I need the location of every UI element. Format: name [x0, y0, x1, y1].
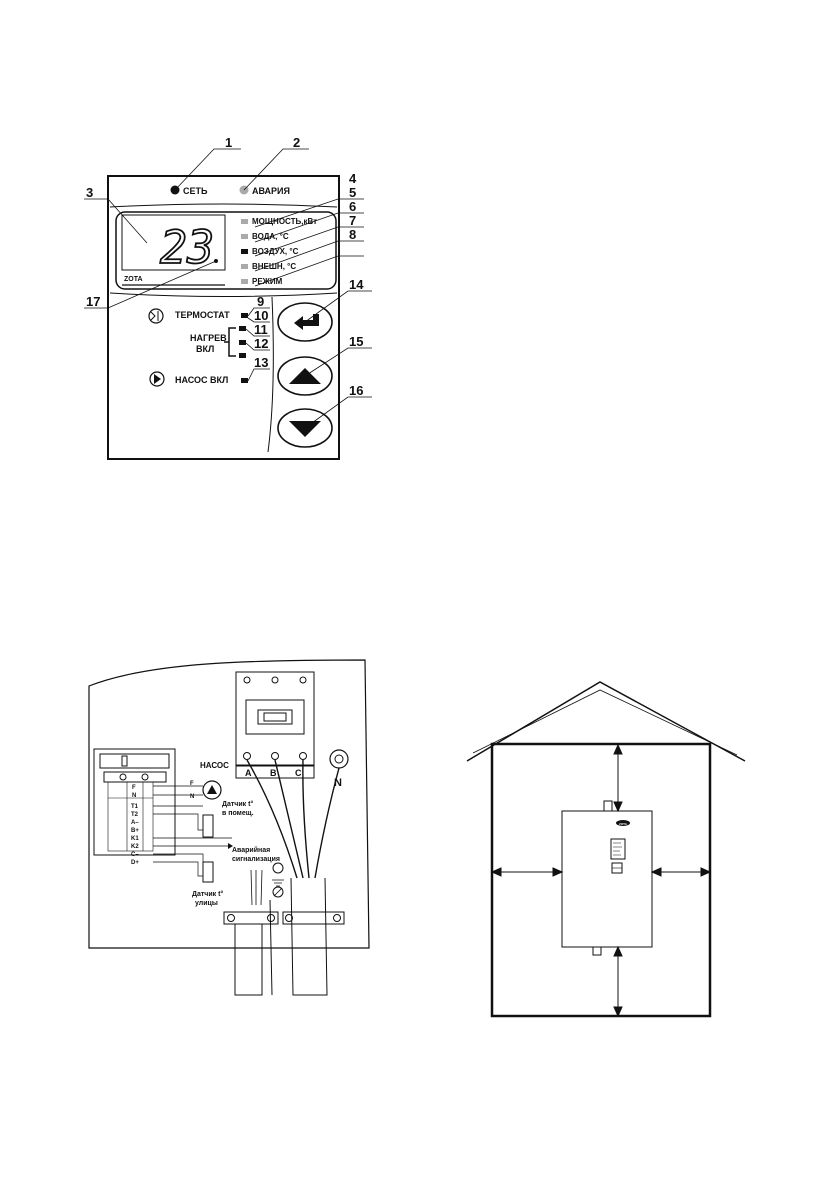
enter-button[interactable]: [277, 302, 333, 342]
callout-numbers: 1 2 3 4 5 6 7 8 9 10 11 12 13 14 15 16 1…: [86, 135, 364, 398]
callout-leaders: [84, 148, 372, 429]
alarm-label: АВАРИЯ: [252, 186, 290, 196]
outdoor-sensor-line1: Датчик t°: [192, 890, 223, 898]
terminal-labels: F N T1 T2 A– B+ K1 K2 C– D+: [131, 785, 139, 866]
thermostat-led: [241, 313, 248, 318]
pump-label: НАСОС ВКЛ: [175, 375, 228, 385]
terminal-c: C–: [131, 852, 139, 858]
ground-icon: [272, 862, 284, 874]
callout-12: 12: [254, 336, 268, 351]
phase-a: A: [245, 768, 252, 778]
callout-8: 8: [349, 227, 356, 242]
seven-segment-display: [121, 214, 226, 271]
heating-label-line2: ВКЛ: [196, 344, 214, 354]
network-label: СЕТЬ: [183, 186, 208, 196]
wiring-figure: A B C N F N T1 T2 A– B+ K1 K2 C– D+: [88, 659, 370, 996]
panel-frame: [107, 175, 340, 460]
terminal-b: B+: [131, 828, 139, 834]
callout-7: 7: [349, 213, 356, 228]
installation-figure: ZOTA: [466, 681, 746, 1018]
phase-b: B: [270, 768, 277, 778]
pump-wire-n: N: [190, 794, 194, 800]
air-led: [241, 249, 248, 254]
brand-logo: ZOTA: [124, 276, 143, 283]
water-led: [241, 234, 248, 239]
callout-14: 14: [349, 277, 364, 292]
terminal-k2: K2: [131, 844, 139, 850]
terminal-k1: K1: [131, 836, 139, 842]
indicator-outside: ВНЕШН, °C: [252, 262, 296, 271]
callout-11: 11: [254, 322, 268, 337]
pump-connection-label: НАСОС: [200, 761, 229, 770]
terminal-n: N: [132, 793, 136, 799]
terminal-a: A–: [131, 820, 139, 826]
clearance-arrows: [490, 743, 712, 1018]
pump-icon: [149, 371, 165, 387]
boiler-logo: [616, 820, 630, 826]
arrow-down-icon: [289, 421, 321, 437]
thermostat-label: ТЕРМОСТАТ: [175, 310, 230, 320]
callout-16: 16: [349, 383, 363, 398]
callout-2: 2: [293, 135, 300, 150]
display-value: 23: [160, 221, 214, 274]
terminal-f: F: [132, 785, 136, 791]
callout-9: 9: [257, 294, 264, 309]
callout-4: 4: [349, 171, 357, 186]
display-window: [115, 211, 337, 290]
phase-c: C: [295, 768, 302, 778]
house-walls: [490, 742, 712, 1018]
heating-led-1: [239, 326, 246, 331]
callout-13: 13: [254, 355, 268, 370]
callout-15: 15: [349, 334, 363, 349]
callout-3: 3: [86, 185, 93, 200]
terminal-d: D+: [131, 860, 139, 866]
callout-1: 1: [225, 135, 232, 150]
power-led: [241, 219, 248, 224]
pump-symbol-icon: [202, 780, 222, 800]
boiler-housing-outline: [88, 659, 370, 949]
alarm-signal-line2: сигнализация: [232, 856, 280, 863]
thermostat-icon: [148, 308, 164, 324]
down-button[interactable]: [277, 408, 333, 448]
callout-5: 5: [349, 185, 356, 200]
heating-label-line1: НАГРЕВ: [190, 333, 227, 343]
outside-led: [241, 264, 248, 269]
alarm-signal-line1: Аварийная: [232, 846, 270, 854]
room-sensor-line2: в помещ.: [222, 810, 254, 817]
heating-led-2: [239, 340, 246, 345]
enter-icon: [294, 314, 319, 330]
indicator-air: ВОЗДУХ, °C: [252, 247, 299, 256]
house-roof: [466, 681, 746, 762]
terminal-t2: T2: [131, 812, 139, 818]
callout-6: 6: [349, 199, 356, 214]
neutral-label: N: [334, 777, 342, 789]
terminal-t1: T1: [131, 804, 139, 810]
boiler-logo-text: ZOTA: [619, 822, 628, 826]
pump-wire-f: F: [190, 781, 194, 787]
pump-led: [241, 378, 248, 383]
outdoor-sensor-line2: улицы: [195, 900, 218, 907]
control-panel-figure: СЕТЬ АВАРИЯ 23 ZOTA МОЩНОСТЬ,кВт ВОДА, °…: [84, 135, 372, 460]
boiler-body: [561, 810, 653, 948]
room-sensor-line1: Датчик t°: [222, 800, 253, 808]
mode-led: [241, 279, 248, 284]
heating-led-3: [239, 353, 246, 358]
callout-17: 17: [86, 294, 100, 309]
callout-10: 10: [254, 308, 268, 323]
indicator-power: МОЩНОСТЬ,кВт: [252, 217, 317, 226]
